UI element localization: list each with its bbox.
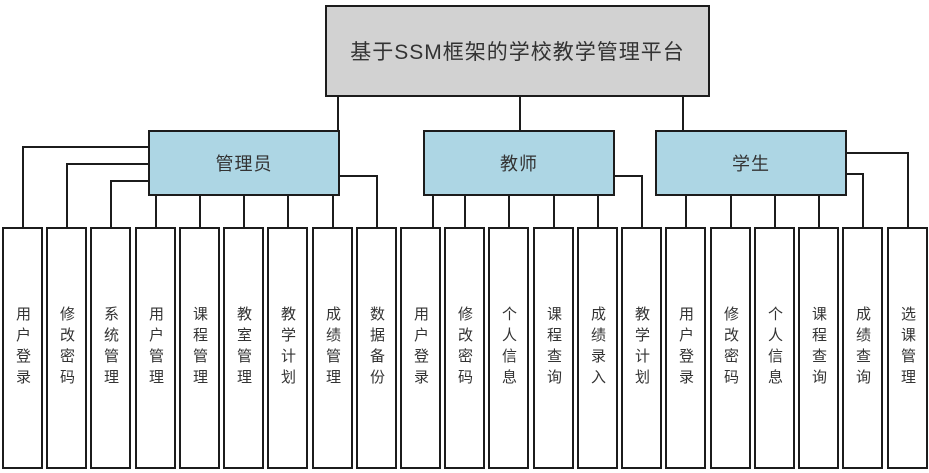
leaf-node: 个人信息: [488, 227, 529, 469]
leaf-node: 修改密码: [444, 227, 485, 469]
leaf-node: 教学计划: [621, 227, 662, 469]
branch-node-label: 管理员: [215, 154, 273, 174]
leaf-node: 成绩查询: [842, 227, 883, 469]
branch-node-teacher: 教师: [423, 130, 615, 196]
leaf-node: 修改密码: [46, 227, 87, 469]
leaf-node: 个人信息: [754, 227, 795, 469]
leaf-node: 用户登录: [400, 227, 441, 469]
leaf-node: 课程查询: [798, 227, 839, 469]
leaf-node: 系统管理: [90, 227, 131, 469]
leaf-node: 课程管理: [179, 227, 220, 469]
leaf-node: 数据备份: [356, 227, 397, 469]
leaf-node: 成绩管理: [312, 227, 353, 469]
branch-node-label: 学生: [732, 154, 770, 174]
branch-node-label: 教师: [500, 154, 538, 174]
root-node: 基于SSM框架的学校教学管理平台: [325, 5, 710, 97]
leaf-node: 教学计划: [267, 227, 308, 469]
leaf-node: 用户登录: [2, 227, 43, 469]
leaf-node: 用户登录: [665, 227, 706, 469]
root-node-label: 基于SSM框架的学校教学管理平台: [350, 41, 685, 64]
leaf-node: 教室管理: [223, 227, 264, 469]
leaf-node: 修改密码: [710, 227, 751, 469]
leaf-node: 选课管理: [887, 227, 928, 469]
leaf-node: 用户管理: [135, 227, 176, 469]
leaf-node: 课程查询: [533, 227, 574, 469]
branch-node-admin: 管理员: [148, 130, 340, 196]
branch-node-student: 学生: [655, 130, 847, 196]
leaf-node: 成绩录入: [577, 227, 618, 469]
